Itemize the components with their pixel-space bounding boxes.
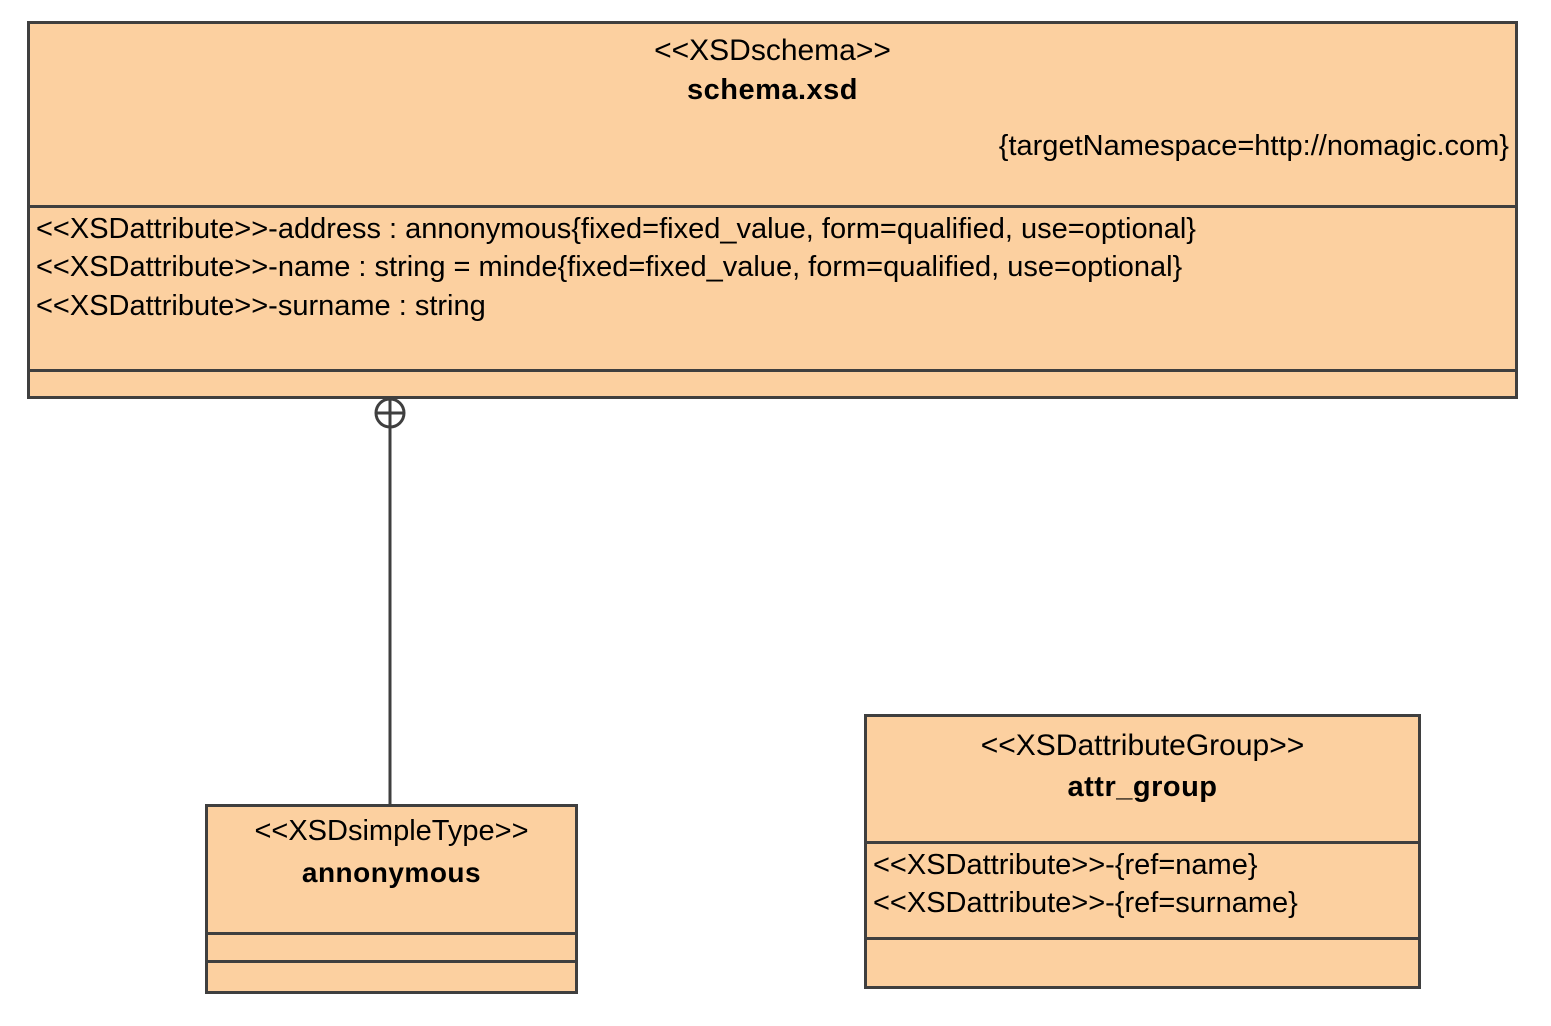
attribute-row[interactable]: <<XSDattribute>>-{ref=surname} <box>873 887 1298 920</box>
simpletype-header-compartment: <<XSDsimpleType>> annonymous <box>208 807 575 932</box>
uml-class-schema-xsd[interactable]: <<XSDschema>> schema.xsd {targetNamespac… <box>27 21 1518 399</box>
attrgroup-header-compartment: <<XSDattributeGroup>> attr_group <box>867 717 1418 841</box>
attribute-row[interactable]: <<XSDattribute>>-address : annonymous{fi… <box>36 213 1196 245</box>
simpletype-class-name: annonymous <box>301 857 482 889</box>
schema-header-compartment: <<XSDschema>> schema.xsd {targetNamespac… <box>30 24 1515 205</box>
simpletype-operations-compartment <box>208 960 575 991</box>
containment-anchor-connector[interactable] <box>370 396 410 808</box>
attrgroup-stereotype: <<XSDattributeGroup>> <box>980 729 1305 762</box>
schema-attributes-compartment: <<XSDattribute>>-address : annonymous{fi… <box>30 205 1515 369</box>
simpletype-attributes-compartment <box>208 932 575 960</box>
attrgroup-operations-compartment <box>867 937 1418 983</box>
attribute-row[interactable]: <<XSDattribute>>-{ref=name} <box>873 849 1258 881</box>
attrgroup-attributes-compartment: <<XSDattribute>>-{ref=name} <<XSDattribu… <box>867 841 1418 937</box>
uml-class-attr-group[interactable]: <<XSDattributeGroup>> attr_group <<XSDat… <box>864 714 1421 989</box>
schema-stereotype: <<XSDschema>> <box>654 34 891 67</box>
attribute-row[interactable]: <<XSDattribute>>-surname : string <box>36 289 486 322</box>
attrgroup-class-name: attr_group <box>1067 770 1218 803</box>
attribute-row[interactable]: <<XSDattribute>>-name : string = minde{f… <box>36 251 1183 284</box>
containment-circle-icon <box>374 397 406 429</box>
schema-tagged-values: {targetNamespace=http://nomagic.com} <box>998 129 1509 162</box>
simpletype-stereotype: <<XSDsimpleType>> <box>254 815 529 847</box>
schema-class-name: schema.xsd <box>686 73 859 106</box>
schema-operations-compartment <box>30 369 1515 394</box>
uml-class-annonymous[interactable]: <<XSDsimpleType>> annonymous <box>205 804 578 994</box>
